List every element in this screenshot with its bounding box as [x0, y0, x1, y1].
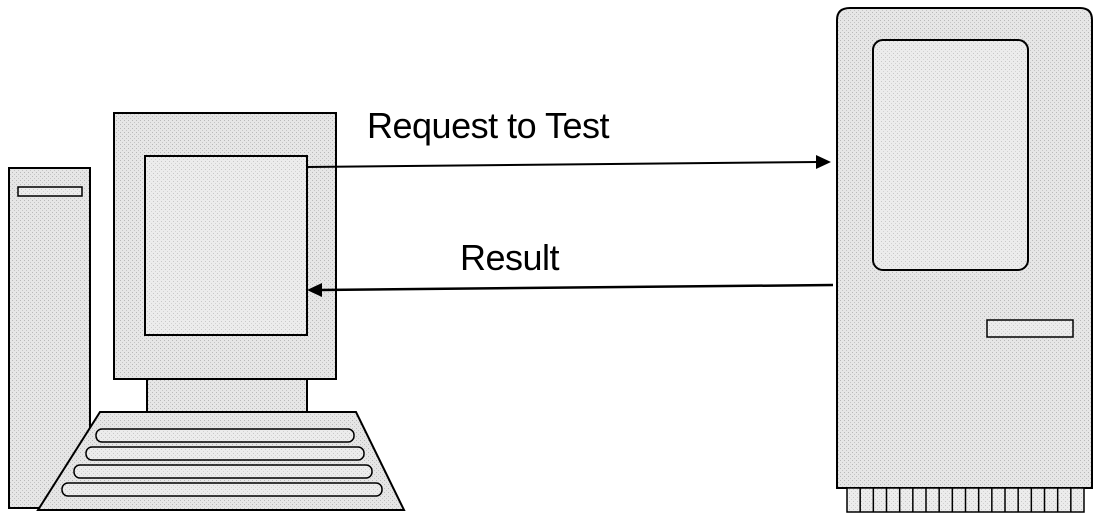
client-computer — [9, 113, 404, 510]
server-connector-pins — [847, 488, 1084, 512]
tower-drive-slot — [18, 187, 82, 196]
keyboard-key-row — [86, 447, 364, 460]
request-arrow — [307, 155, 831, 169]
result-arrow — [307, 283, 833, 297]
keyboard-key-row — [96, 429, 354, 442]
server-computer — [837, 8, 1092, 512]
server-drive-slot — [987, 320, 1073, 337]
server-screen — [873, 40, 1028, 270]
request-label: Request to Test — [367, 108, 609, 144]
arrow-head — [816, 155, 831, 169]
monitor-screen — [145, 156, 307, 335]
monitor — [114, 113, 336, 379]
result-label: Result — [460, 240, 559, 276]
keyboard-key-row — [62, 483, 382, 496]
keyboard-key-row — [74, 465, 372, 478]
keyboard — [38, 412, 404, 510]
monitor-stand — [147, 378, 307, 414]
